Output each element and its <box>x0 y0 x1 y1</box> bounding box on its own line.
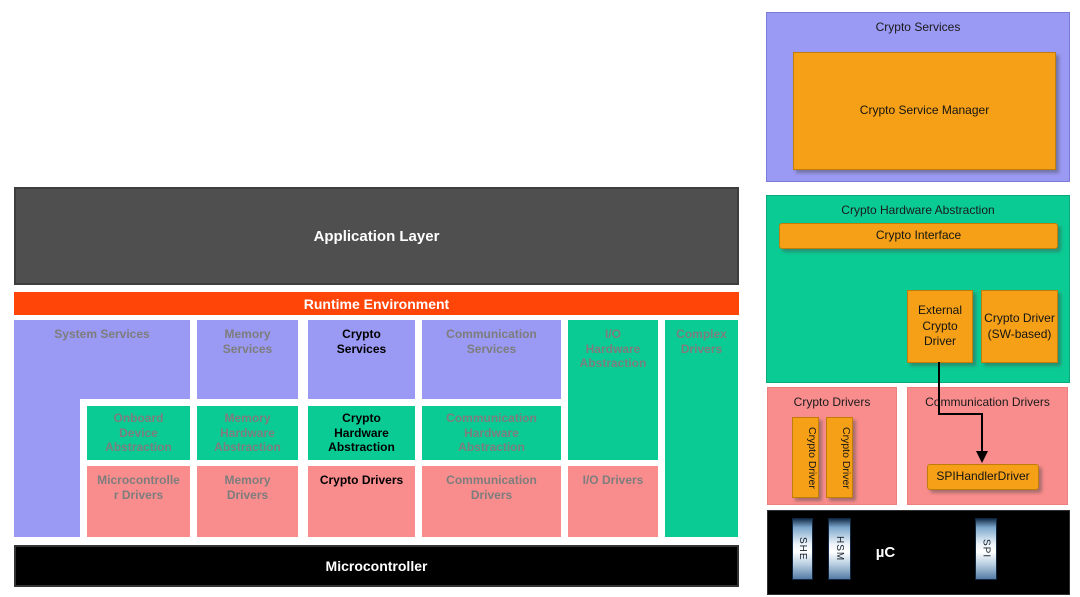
crypto-hardware-abstraction-section-title: Crypto Hardware Abstraction <box>841 203 995 217</box>
runtime-environment-band: Runtime Environment <box>14 292 739 315</box>
external-crypto-driver-label: External Crypto Driver <box>917 303 963 349</box>
uc-label: µC <box>875 544 896 561</box>
memory-hardware-abstraction-label: Memory Hardware Abstraction <box>214 411 281 455</box>
io-drivers-label: I/O Drivers <box>582 473 644 487</box>
complex-drivers-box: Complex Drivers <box>665 320 738 537</box>
she-chip: SHE <box>792 518 813 580</box>
crypto-hardware-abstraction-label: Crypto Hardware Abstraction <box>328 411 395 455</box>
crypto-services-label: Crypto Services <box>336 327 387 356</box>
crypto-interface-box: Crypto Interface <box>779 223 1058 249</box>
crypto-driver-2-box: Crypto Driver <box>826 417 853 498</box>
communication-drivers-box: Communication Drivers <box>422 466 561 537</box>
crypto-service-manager-label: Crypto Service Manager <box>859 103 990 118</box>
she-label: SHE <box>797 537 808 561</box>
crypto-service-manager-box: Crypto Service Manager <box>793 52 1056 170</box>
crypto-driver-sw-based-label: Crypto Driver (SW-based) <box>984 310 1055 341</box>
io-hardware-abstraction-box: I/O Hardware Abstraction <box>568 320 658 460</box>
crypto-driver-2-label: Crypto Driver <box>840 426 852 489</box>
crypto-drivers-label: Crypto Drivers <box>319 473 404 487</box>
communication-hardware-abstraction-label: Communication Hardware Abstraction <box>446 411 537 455</box>
hsm-chip: HSM <box>828 518 851 580</box>
spi-label: SPI <box>980 539 992 559</box>
memory-drivers-label: Memory Drivers <box>224 473 271 502</box>
external-crypto-driver-box: External Crypto Driver <box>907 290 973 363</box>
io-drivers-box: I/O Drivers <box>568 466 658 537</box>
onboard-device-abstraction-label: Onboard Device Abstraction <box>105 411 172 455</box>
crypto-hardware-abstraction-box: Crypto Hardware Abstraction <box>308 406 415 460</box>
spi-chip: SPI <box>975 518 997 580</box>
crypto-services-section-title: Crypto Services <box>875 20 961 34</box>
crypto-driver-sw-based-box: Crypto Driver (SW-based) <box>981 290 1058 363</box>
memory-services-label: Memory Services <box>222 327 273 356</box>
crypto-driver-1-box: Crypto Driver <box>792 417 819 498</box>
runtime-environment-label: Runtime Environment <box>303 295 450 312</box>
complex-drivers-label: Complex Drivers <box>676 327 727 356</box>
communication-services-label: Communication Services <box>446 327 537 356</box>
application-layer-band: Application Layer <box>14 187 739 285</box>
memory-hardware-abstraction-box: Memory Hardware Abstraction <box>197 406 298 460</box>
microcontroller-band: Microcontroller <box>14 545 739 587</box>
communication-hardware-abstraction-box: Communication Hardware Abstraction <box>422 406 561 460</box>
crypto-interface-label: Crypto Interface <box>875 228 962 243</box>
io-hardware-abstraction-label: I/O Hardware Abstraction <box>579 327 647 371</box>
application-layer-label: Application Layer <box>313 227 440 245</box>
spi-handler-driver-box: SPIHandlerDriver <box>927 464 1039 490</box>
crypto-driver-1-label: Crypto Driver <box>806 426 818 489</box>
uc-label-container: µC <box>858 510 913 595</box>
crypto-drivers-section-title: Crypto Drivers <box>793 395 871 409</box>
communication-drivers-section-title: Communication Drivers <box>925 395 1050 409</box>
microcontroller-drivers-box: Microcontroller Drivers <box>87 466 190 537</box>
system-services-label: System Services <box>54 327 150 341</box>
crypto-drivers-box: Crypto Drivers <box>308 466 415 537</box>
memory-services-box: Memory Services <box>197 320 298 399</box>
spi-handler-driver-label: SPIHandlerDriver <box>936 469 1030 484</box>
hsm-label: HSM <box>834 536 845 562</box>
memory-drivers-box: Memory Drivers <box>197 466 298 537</box>
communication-drivers-label: Communication Drivers <box>446 473 537 502</box>
microcontroller-label: Microcontroller <box>325 558 428 574</box>
crypto-services-box: Crypto Services <box>308 320 415 399</box>
communication-services-box: Communication Services <box>422 320 561 399</box>
system-services-box: System Services <box>14 320 190 399</box>
microcontroller-drivers-label: Microcontroller Drivers <box>97 473 180 502</box>
microcontroller-chip-section <box>767 510 1070 595</box>
onboard-device-abstraction-box: Onboard Device Abstraction <box>87 406 190 460</box>
